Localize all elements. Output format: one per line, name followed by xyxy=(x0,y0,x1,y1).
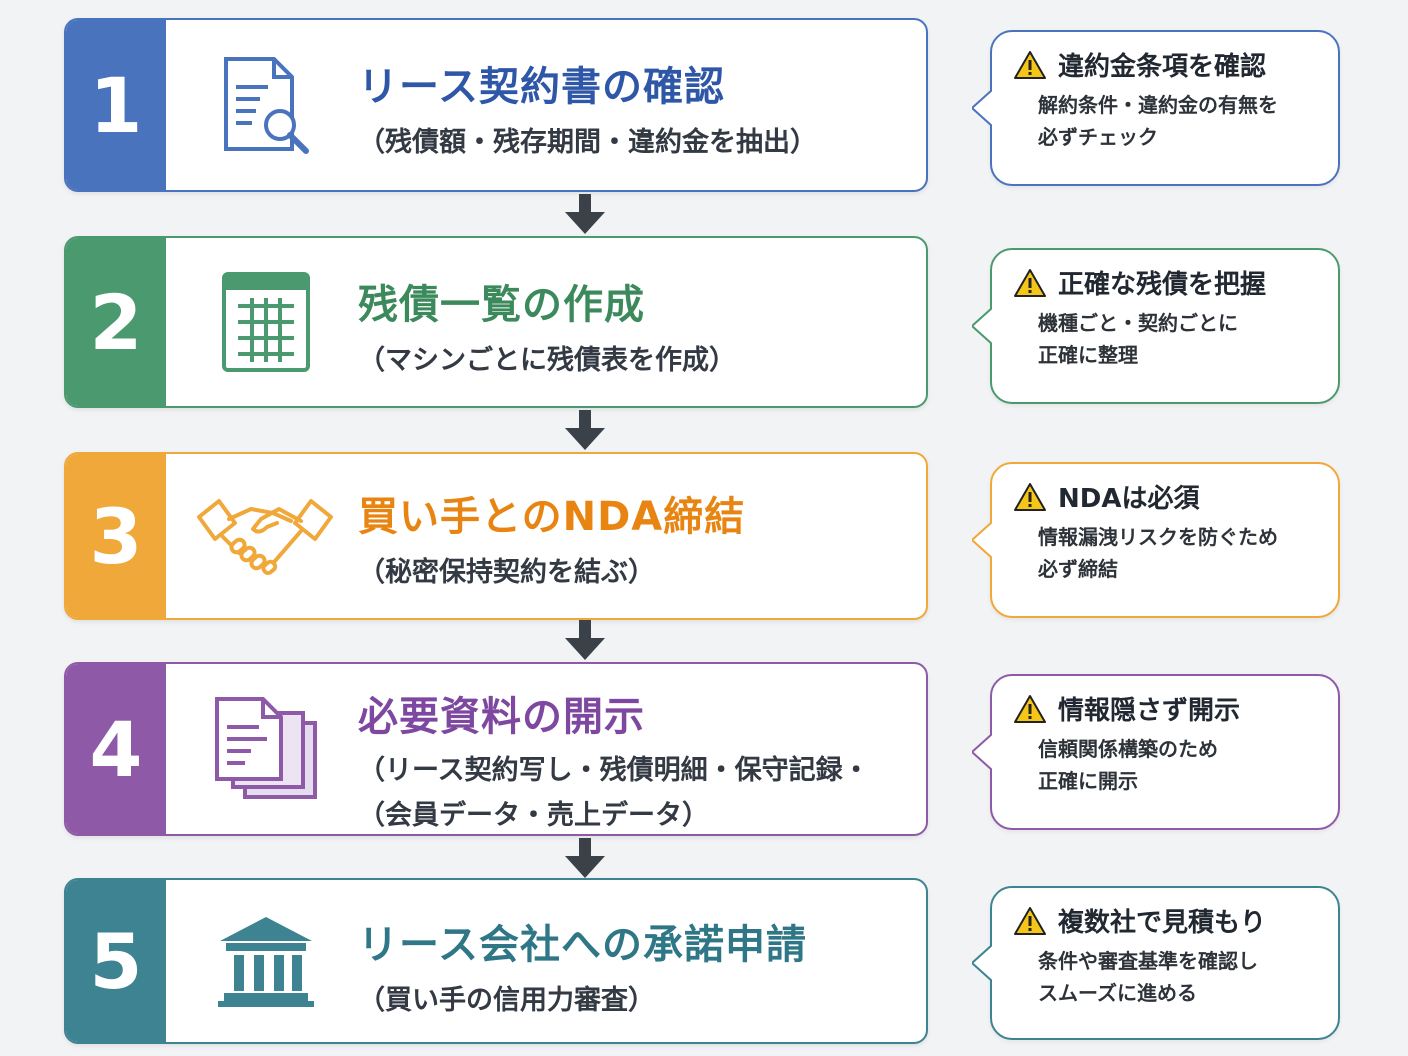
note-line-5a: 条件や審査基準を確認し xyxy=(1038,949,1258,973)
step-title-3: 買い手とのNDA締結 xyxy=(358,494,746,540)
documents-stack-icon xyxy=(206,694,326,804)
flow-arrow-4 xyxy=(565,838,605,878)
flow-arrow-2 xyxy=(565,410,605,450)
bubble-tail xyxy=(972,945,992,981)
step-subtitle-1: （残債額・残存期間・違約金を抽出） xyxy=(358,127,817,158)
step-subtitle-2: （マシンごとに残債表を作成） xyxy=(358,345,736,376)
step-card-2: 2 残債一覧の作成 （マシンごとに残債表を作成） xyxy=(64,236,928,408)
step-number-1: 1 xyxy=(66,20,166,190)
step-subtitle-4b: （会員データ・売上データ） xyxy=(358,800,709,831)
note-line-1a: 解約条件・違約金の有無を xyxy=(1038,93,1278,117)
step-card-1: 1 リース契約書の確認 （残債額・残存期間・違約金を抽出） xyxy=(64,18,928,192)
note-bubble-5: 複数社で見積もり 条件や審査基準を確認し スムーズに進める xyxy=(972,886,1340,1040)
step-title-4: 必要資料の開示 xyxy=(358,694,645,740)
note-line-4b: 正確に開示 xyxy=(1038,769,1138,793)
warning-icon xyxy=(1014,50,1046,79)
note-line-5b: スムーズに進める xyxy=(1038,981,1197,1005)
step-subtitle-4: （リース契約写し・残債明細・保守記録・ xyxy=(358,755,870,786)
step-subtitle-5: （買い手の信用力審査） xyxy=(358,985,655,1016)
bubble-tail xyxy=(972,734,992,770)
step-title-5: リース会社への承諾申請 xyxy=(358,922,807,968)
bank-building-icon xyxy=(206,906,326,1016)
note-heading-5: 複数社で見積もり xyxy=(1058,908,1267,938)
note-line-2a: 機種ごと・契約ごとに xyxy=(1038,311,1238,335)
step-card-5: 5 リース会社への承諾申請 （買い手の信用力審査） xyxy=(64,878,928,1044)
step-card-4: 4 必要資料の開示 （リース契約写し・残債明細・保守記録・ （会員データ・売上デ… xyxy=(64,662,928,836)
step-subtitle-3: （秘密保持契約を結ぶ） xyxy=(358,557,655,588)
step-number-3: 3 xyxy=(66,454,166,618)
step-title-1: リース契約書の確認 xyxy=(358,64,725,110)
note-heading-1: 違約金条項を確認 xyxy=(1058,52,1267,82)
note-line-2b: 正確に整理 xyxy=(1038,343,1138,367)
flow-arrow-3 xyxy=(565,620,605,660)
note-heading-2: 正確な残債を把握 xyxy=(1058,270,1267,300)
step-number-2: 2 xyxy=(66,238,166,406)
step-title-2: 残債一覧の作成 xyxy=(358,282,645,328)
handshake-icon xyxy=(190,481,340,591)
note-bubble-1: 違約金条項を確認 解約条件・違約金の有無を 必ずチェック xyxy=(972,30,1340,186)
flow-arrow-1 xyxy=(565,194,605,234)
note-heading-4: 情報隠さず開示 xyxy=(1058,696,1241,726)
spreadsheet-icon xyxy=(206,267,326,377)
note-bubble-3: NDAは必須 情報漏洩リスクを防ぐため 必ず締結 xyxy=(972,462,1340,618)
warning-icon xyxy=(1014,482,1046,511)
warning-icon xyxy=(1014,906,1046,935)
note-line-4a: 信頼関係構築のため xyxy=(1038,737,1218,761)
bubble-tail xyxy=(972,522,992,558)
note-heading-3: NDAは必須 xyxy=(1058,484,1200,514)
bubble-tail xyxy=(972,90,992,126)
note-bubble-2: 正確な残債を把握 機種ごと・契約ごとに 正確に整理 xyxy=(972,248,1340,404)
warning-icon xyxy=(1014,694,1046,723)
document-search-icon xyxy=(206,50,326,160)
bubble-tail xyxy=(972,308,992,344)
note-bubble-4: 情報隠さず開示 信頼関係構築のため 正確に開示 xyxy=(972,674,1340,830)
note-line-1b: 必ずチェック xyxy=(1038,125,1158,149)
step-card-3: 3 買い手とのNDA締結 （秘密保持契約を結ぶ） xyxy=(64,452,928,620)
step-number-5: 5 xyxy=(66,880,166,1042)
note-line-3a: 情報漏洩リスクを防ぐため xyxy=(1038,525,1278,549)
note-line-3b: 必ず締結 xyxy=(1038,557,1118,581)
warning-icon xyxy=(1014,268,1046,297)
step-number-4: 4 xyxy=(66,664,166,834)
